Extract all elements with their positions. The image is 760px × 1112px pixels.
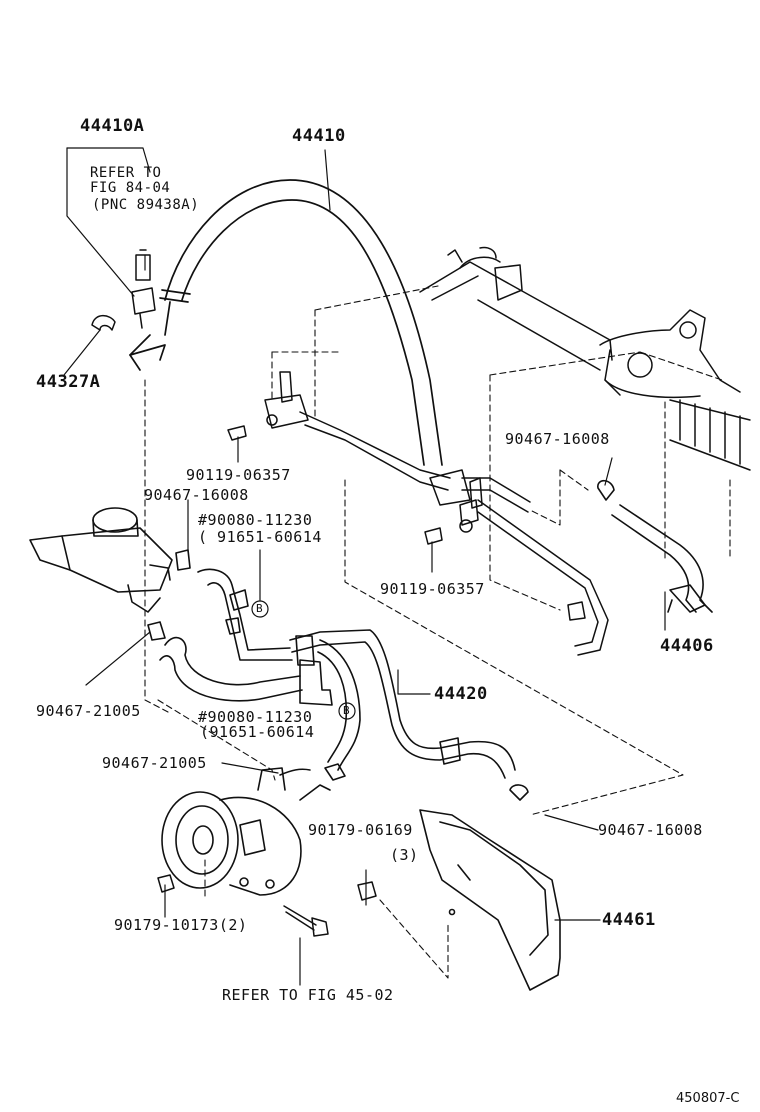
label-44410A: 44410A (80, 116, 145, 136)
marker-b-label-2: B (343, 704, 351, 717)
leader-lines (63, 147, 666, 986)
label-quantity-3: (3) (390, 846, 419, 864)
steering-gear (419, 246, 751, 471)
label-90080-11230-upper: #90080-11230 (198, 511, 313, 529)
reservoir (29, 507, 191, 613)
label-44410: 44410 (292, 126, 346, 146)
suction-hose (147, 621, 303, 702)
tube-44420 (289, 629, 529, 801)
label-44327A: 44327A (36, 372, 101, 392)
label-refer-pnc: (PNC 89438A) (92, 197, 200, 213)
supply-hose (197, 568, 293, 661)
bolts-and-nuts (157, 874, 377, 937)
label-90119-06357-upper: 90119-06357 (186, 466, 291, 484)
label-90179-06169: 90179-06169 (308, 821, 413, 839)
label-90467-16008-lower: 90467-16008 (598, 821, 703, 839)
label-90467-21005-center: 90467-21005 (102, 754, 207, 772)
label-90080-11230-lower: #90080-11230 (198, 708, 313, 726)
label-91651-60614-lower: (91651-60614 (200, 723, 315, 741)
label-91651-60614-upper: ( 91651-60614 (198, 528, 322, 546)
shield-44461 (419, 809, 561, 991)
bracket-upper (227, 371, 451, 491)
label-44406: 44406 (660, 636, 714, 656)
label-90179-10173: 90179-10173(2) (114, 916, 248, 934)
drawing-code: 450807-C (676, 1091, 740, 1106)
clip-44327A (91, 314, 116, 331)
label-refer-fig-84-04-line1: REFER TO (90, 165, 162, 181)
label-90119-06357-lower: 90119-06357 (380, 580, 485, 598)
fitting-44410A (131, 249, 156, 329)
label-90467-16008-right: 90467-16008 (505, 430, 610, 448)
label-90467-16008-left: 90467-16008 (144, 486, 249, 504)
marker-b-label-1: B (256, 602, 264, 615)
marker-b-circle-2 (338, 702, 356, 720)
label-refer-fig-84-04-line2: FIG 84-04 (90, 180, 171, 196)
label-44461: 44461 (602, 910, 656, 930)
marker-b-circle-1 (251, 600, 269, 618)
label-refer-fig-45-02: REFER TO FIG 45-02 (222, 986, 394, 1004)
label-90467-21005-left: 90467-21005 (36, 702, 141, 720)
dashed-reference-lines (144, 285, 731, 979)
return-hose-44406 (597, 479, 713, 613)
label-44420: 44420 (434, 684, 488, 704)
pressure-hose-44410 (129, 179, 443, 466)
tube-junction (424, 469, 609, 656)
pump (161, 763, 346, 896)
